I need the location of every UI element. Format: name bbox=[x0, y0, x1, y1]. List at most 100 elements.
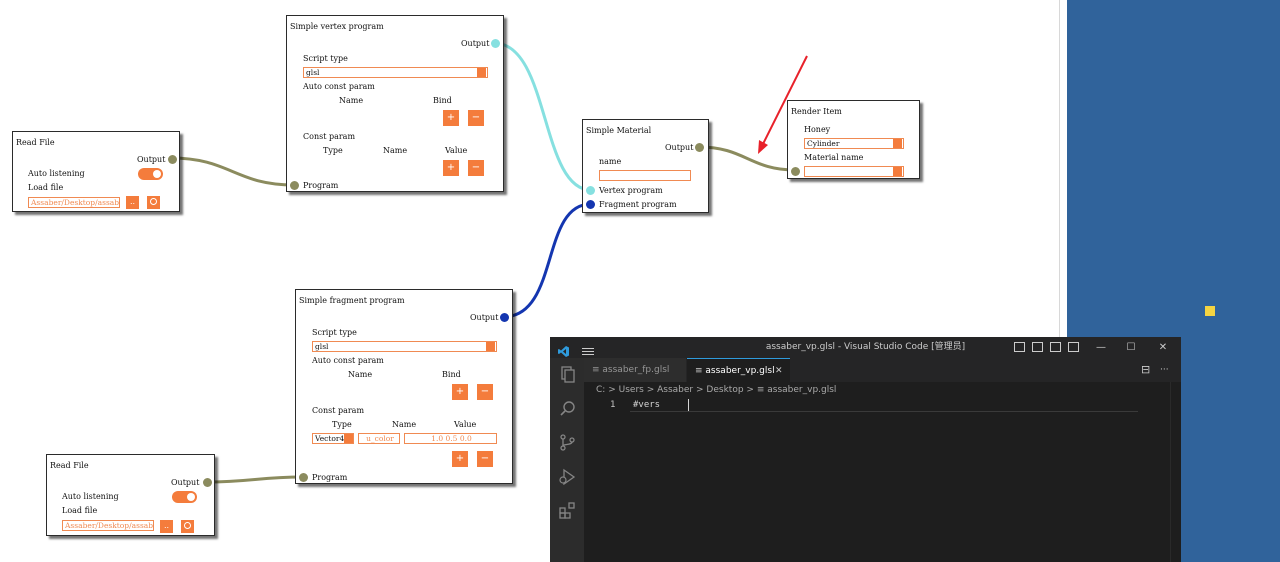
text-cursor bbox=[688, 399, 689, 411]
breadcrumb-item[interactable]: assaber_vp.glsl bbox=[767, 385, 837, 395]
vertex-program-label: Vertex program bbox=[599, 186, 663, 195]
chevron-down-icon[interactable] bbox=[486, 342, 495, 351]
source-control-icon[interactable] bbox=[559, 434, 576, 451]
vscode-window[interactable]: assaber_vp.glsl - Visual Studio Code [管理… bbox=[550, 337, 1181, 562]
chevron-down-icon[interactable] bbox=[344, 434, 353, 443]
honey-select[interactable]: Cylinder bbox=[804, 138, 904, 149]
script-type-select[interactable]: glsl bbox=[312, 341, 497, 352]
link-readfile-to-vertex bbox=[170, 156, 295, 187]
file-icon: ≡ bbox=[756, 385, 765, 395]
add-const-param-button[interactable]: + bbox=[443, 160, 459, 176]
render-item-node[interactable]: Render Item Honey Cylinder Material name bbox=[787, 100, 920, 179]
breadcrumb-item[interactable]: C: bbox=[596, 385, 606, 395]
reload-button[interactable] bbox=[181, 520, 194, 533]
chevron-down-icon[interactable] bbox=[477, 68, 486, 77]
remove-const-param-button[interactable]: − bbox=[477, 451, 493, 467]
output-port[interactable] bbox=[500, 313, 509, 322]
fragment-program-port[interactable] bbox=[586, 200, 595, 209]
link-material-to-render bbox=[698, 145, 796, 172]
script-type-select[interactable]: glsl bbox=[303, 67, 488, 78]
name-column-header: Name bbox=[392, 420, 417, 429]
remove-auto-const-button[interactable]: − bbox=[468, 110, 484, 126]
editor-line[interactable]: 1 #vers bbox=[584, 398, 1181, 412]
auto-listening-label: Auto listening bbox=[28, 169, 85, 178]
split-editor-icon[interactable]: ⊟ bbox=[1141, 363, 1151, 376]
output-port[interactable] bbox=[168, 155, 177, 164]
output-port[interactable] bbox=[695, 143, 704, 152]
link-fragment-to-material bbox=[502, 202, 592, 319]
material-name-input[interactable] bbox=[599, 170, 691, 181]
output-port[interactable] bbox=[491, 39, 500, 48]
toggle-sidebar-icon[interactable] bbox=[1014, 342, 1025, 352]
vertex-program-node[interactable]: Simple vertex program Output Script type… bbox=[286, 15, 504, 192]
code-text[interactable]: #vers bbox=[633, 400, 661, 410]
breadcrumb-item[interactable]: Desktop bbox=[706, 385, 744, 395]
auto-listening-toggle[interactable] bbox=[138, 168, 163, 180]
tab-bar: ≡ assaber_fp.glsl ≡ assaber_vp.glsl ✕ ⊟ … bbox=[584, 358, 1181, 382]
chevron-down-icon[interactable] bbox=[893, 167, 902, 176]
param-name-input[interactable]: u_color bbox=[358, 433, 400, 444]
material-node[interactable]: Simple Material Output name Vertex progr… bbox=[582, 119, 709, 213]
reload-button[interactable] bbox=[147, 196, 160, 209]
fragment-program-label: Fragment program bbox=[599, 200, 677, 209]
breadcrumb-item[interactable]: Assaber bbox=[657, 385, 694, 395]
chevron-down-icon[interactable] bbox=[893, 139, 902, 148]
run-debug-icon[interactable] bbox=[559, 468, 576, 486]
program-input-port[interactable] bbox=[290, 181, 299, 190]
file-path-input[interactable]: Assaber/Desktop/assabe bbox=[28, 197, 120, 208]
program-input-port[interactable] bbox=[299, 473, 308, 482]
node-title: Simple Material bbox=[586, 126, 652, 135]
remove-const-param-button[interactable]: − bbox=[468, 160, 484, 176]
param-value-input[interactable]: 1.0 0.5 0.0 bbox=[404, 433, 497, 444]
remove-auto-const-button[interactable]: − bbox=[477, 384, 493, 400]
auto-listening-label: Auto listening bbox=[62, 492, 119, 501]
add-const-param-button[interactable]: + bbox=[452, 451, 468, 467]
tab-label: assaber_fp.glsl bbox=[602, 365, 670, 375]
auto-listening-toggle[interactable] bbox=[172, 491, 197, 503]
output-label: Output bbox=[137, 155, 166, 164]
activity-bar bbox=[550, 358, 584, 562]
tab-assaber-vp[interactable]: ≡ assaber_vp.glsl ✕ bbox=[687, 358, 790, 382]
vertex-program-port[interactable] bbox=[586, 186, 595, 195]
breadcrumb-item[interactable]: Users bbox=[618, 385, 644, 395]
tab-assaber-fp[interactable]: ≡ assaber_fp.glsl bbox=[584, 358, 686, 382]
maximize-button[interactable]: ☐ bbox=[1126, 342, 1136, 353]
param-type-select[interactable]: Vector4 bbox=[312, 433, 354, 444]
title-bar[interactable]: assaber_vp.glsl - Visual Studio Code [管理… bbox=[550, 337, 1181, 358]
customize-layout-icon[interactable] bbox=[1068, 342, 1079, 352]
window-title: assaber_vp.glsl - Visual Studio Code [管理… bbox=[765, 342, 966, 352]
toggle-panel-icon[interactable] bbox=[1032, 342, 1043, 352]
explorer-icon[interactable] bbox=[559, 366, 576, 383]
file-path-input[interactable]: Assaber/Desktop/assabe bbox=[62, 520, 154, 531]
current-line-highlight bbox=[630, 398, 1138, 412]
browse-button[interactable]: .. bbox=[126, 196, 139, 209]
menu-icon[interactable] bbox=[582, 342, 594, 355]
name-column-header: Name bbox=[348, 370, 373, 379]
file-icon: ≡ bbox=[695, 366, 706, 376]
toggle-secondary-sidebar-icon[interactable] bbox=[1050, 342, 1061, 352]
browse-button[interactable]: .. bbox=[160, 520, 173, 533]
search-icon[interactable] bbox=[559, 400, 576, 417]
extensions-icon[interactable] bbox=[559, 502, 576, 519]
annotation-arrow-head bbox=[758, 140, 768, 154]
editor-scrollbar[interactable] bbox=[1170, 382, 1181, 562]
read-file-node-2[interactable]: Read File Output Auto listening Load fil… bbox=[46, 454, 215, 536]
more-actions-icon[interactable]: ··· bbox=[1160, 365, 1169, 375]
add-auto-const-button[interactable]: + bbox=[452, 384, 468, 400]
add-auto-const-button[interactable]: + bbox=[443, 110, 459, 126]
circle-icon bbox=[150, 197, 157, 205]
close-button[interactable]: ✕ bbox=[1158, 342, 1168, 353]
node-title: Simple fragment program bbox=[299, 296, 405, 305]
material-name-select[interactable] bbox=[804, 166, 904, 177]
breadcrumb: C: > Users > Assaber > Desktop > ≡ assab… bbox=[596, 384, 836, 396]
minimize-button[interactable]: — bbox=[1096, 342, 1106, 353]
output-port[interactable] bbox=[203, 478, 212, 487]
tab-close-button[interactable]: ✕ bbox=[775, 366, 783, 376]
fragment-program-node[interactable]: Simple fragment program Output Script ty… bbox=[295, 289, 513, 484]
read-file-node-1[interactable]: Read File Output Auto listening Load fil… bbox=[12, 131, 180, 212]
auto-const-label: Auto const param bbox=[312, 356, 384, 365]
material-input-port[interactable] bbox=[791, 167, 800, 176]
line-number: 1 bbox=[610, 400, 616, 410]
node-title: Read File bbox=[16, 138, 55, 147]
annotation-arrow bbox=[761, 55, 808, 147]
